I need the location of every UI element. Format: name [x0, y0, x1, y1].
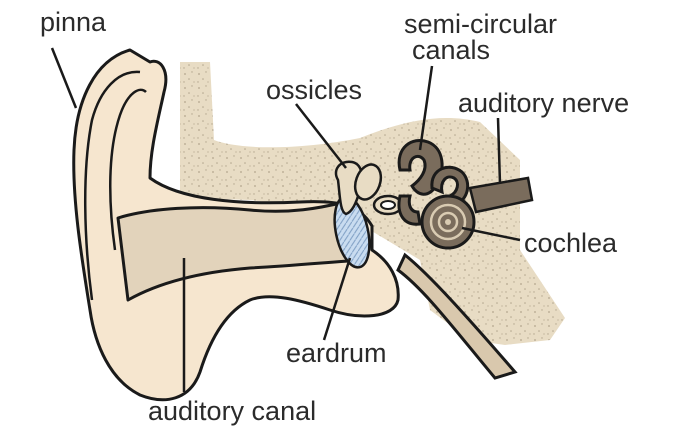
cochlea-spiral — [422, 196, 474, 248]
semi-circular-label-line2: canals — [412, 35, 490, 65]
auditory-nerve-label: auditory nerve — [458, 88, 629, 118]
pinna-label: pinna — [40, 7, 107, 37]
auditory-canal-label: auditory canal — [148, 396, 316, 426]
eardrum-label: eardrum — [286, 338, 387, 368]
ossicles-label: ossicles — [266, 75, 362, 105]
cochlea-label: cochlea — [524, 228, 618, 258]
pinna-leader — [52, 48, 76, 108]
